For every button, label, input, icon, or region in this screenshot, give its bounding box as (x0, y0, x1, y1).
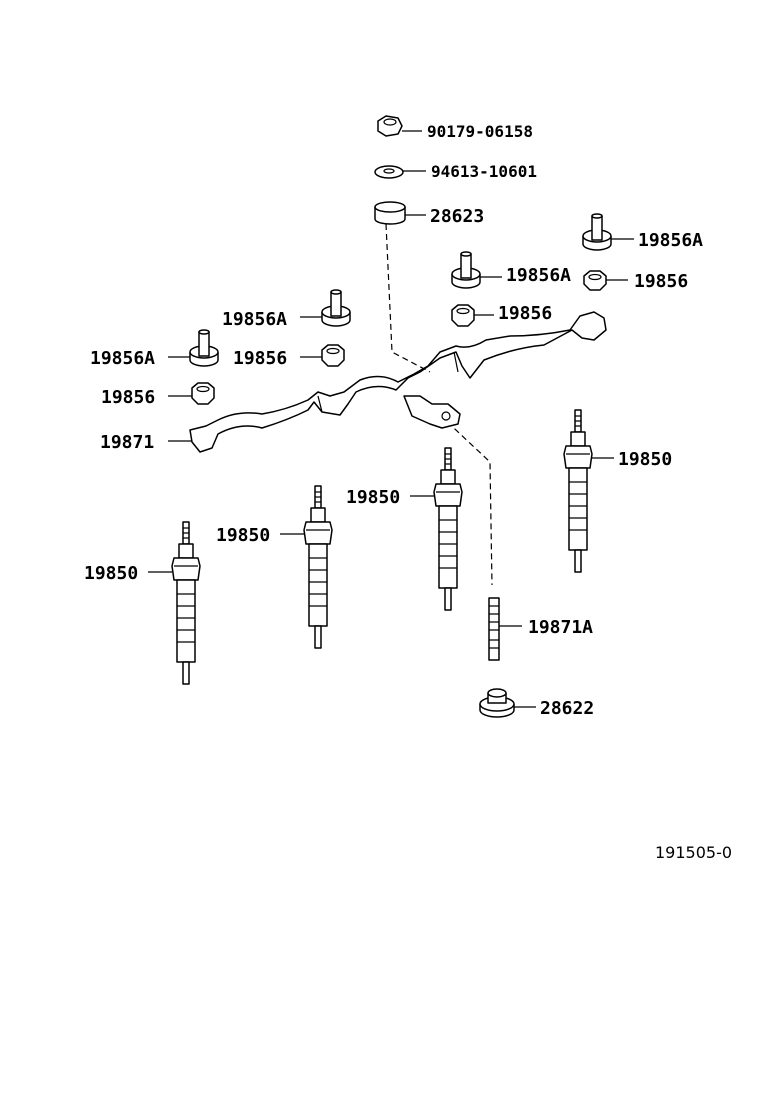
label-nut-4: 19856 (101, 387, 155, 408)
terminal-a-2-icon (451, 251, 481, 289)
label-terminal-a-2: 19856A (506, 265, 571, 286)
label-plug-1: 19850 (84, 563, 138, 584)
alignment-line-upper (385, 223, 431, 373)
label-nut-2: 19856 (498, 303, 552, 324)
top-spacer-icon (374, 201, 406, 225)
terminal-a-4-icon (189, 329, 219, 367)
glow-plug-connector-bar-icon (189, 311, 607, 453)
nut-2-icon (451, 304, 475, 327)
label-stud: 19871A (528, 617, 593, 638)
top-washer-icon (374, 165, 404, 179)
alignment-line-lower (439, 414, 493, 586)
label-terminal-a-3: 19856A (222, 309, 287, 330)
nut-4-icon (191, 382, 215, 405)
label-spacer-top: 28623 (430, 206, 484, 227)
label-plug-3: 19850 (346, 487, 400, 508)
label-nut-top: 90179-06158 (427, 122, 533, 141)
illustration-code: 191505-0 (655, 843, 732, 862)
terminal-a-3-icon (321, 289, 351, 327)
label-plug-2: 19850 (216, 525, 270, 546)
top-nut-icon (377, 115, 403, 137)
label-connector: 19871 (100, 432, 154, 453)
stud-icon (488, 597, 500, 661)
label-terminal-a-4: 19856A (90, 348, 155, 369)
glow-plug-2-icon (303, 485, 333, 649)
bottom-spacer-icon (479, 688, 515, 718)
label-nut-3: 19856 (233, 348, 287, 369)
terminal-a-1-icon (582, 213, 612, 251)
label-plug-4: 19850 (618, 449, 672, 470)
glow-plug-3-icon (433, 447, 463, 611)
label-spacer-bottom: 28622 (540, 698, 594, 719)
nut-3-icon (321, 344, 345, 367)
glow-plug-1-icon (171, 521, 201, 685)
glow-plug-4-icon (563, 409, 593, 573)
label-terminal-a-1: 19856A (638, 230, 703, 251)
label-nut-1: 19856 (634, 271, 688, 292)
nut-1-icon (583, 270, 607, 291)
label-washer-top: 94613-10601 (431, 162, 537, 181)
